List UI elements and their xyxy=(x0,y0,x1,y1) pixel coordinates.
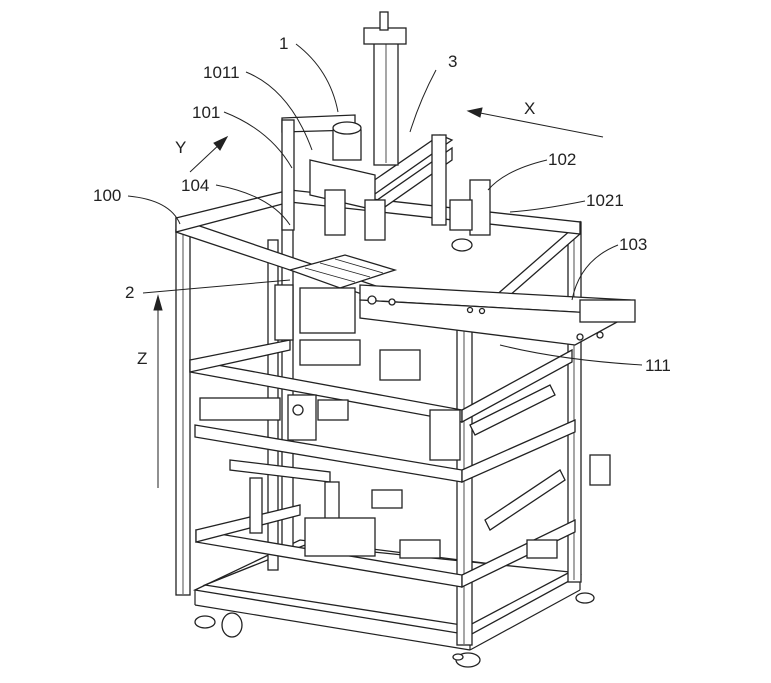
label-1: 1 xyxy=(279,34,288,53)
label-1021: 1021 xyxy=(586,191,624,210)
label-103: 103 xyxy=(619,235,647,254)
label-1011: 1011 xyxy=(203,63,240,82)
conveyor-arm xyxy=(359,284,636,346)
z-axis-arrow xyxy=(153,294,163,488)
y-axis-arrow xyxy=(189,135,229,173)
top-gantry xyxy=(281,11,491,252)
label-104: 104 xyxy=(181,176,209,195)
caster-wheels xyxy=(194,592,595,668)
label-2: 2 xyxy=(125,283,134,302)
x-axis-arrow xyxy=(466,107,604,138)
lower-mechanism xyxy=(229,454,611,559)
label-101: 101 xyxy=(192,103,220,122)
label-y: Y xyxy=(175,138,186,157)
label-z: Z xyxy=(137,349,147,368)
leader-lines xyxy=(127,43,643,366)
middle-mechanism xyxy=(199,339,556,461)
label-x: X xyxy=(524,99,535,118)
work-platform xyxy=(274,254,398,341)
label-102: 102 xyxy=(548,150,576,169)
horizontal-members xyxy=(175,189,581,589)
label-100: 100 xyxy=(93,186,121,205)
label-111: 111 xyxy=(645,356,671,375)
label-3: 3 xyxy=(448,52,457,71)
